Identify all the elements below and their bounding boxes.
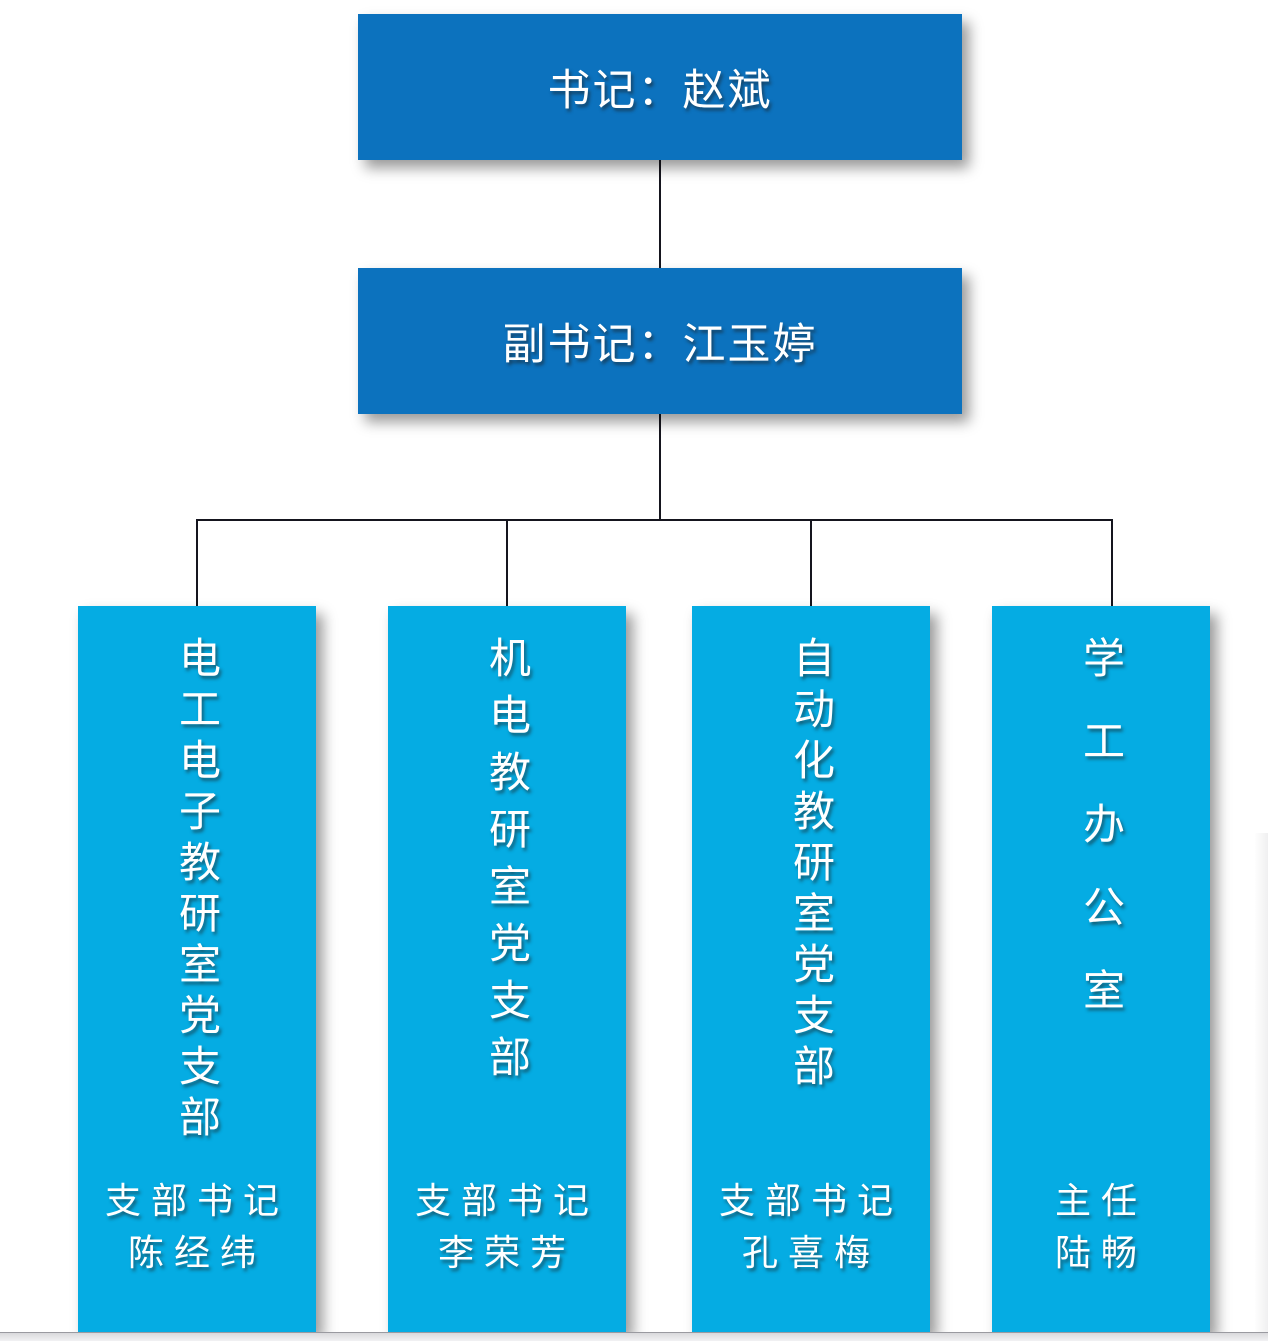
branch-title: 学工办公室 — [1077, 636, 1125, 1051]
branch-box-electrical-electronics: 电工电子教研室党支部 支部书记 陈经纬 — [78, 606, 316, 1332]
branch-leader-label: 支部书记 陈经纬 — [78, 1175, 316, 1279]
branch-box-student-affairs-office: 学工办公室 主任 陆畅 — [992, 606, 1210, 1332]
branch-leader-role: 主任 — [1054, 1180, 1147, 1221]
branch-title: 机电教研室党支部 — [483, 636, 531, 1092]
connector-drop-branch-1 — [506, 519, 508, 608]
connector-deputy-trunk — [659, 414, 661, 521]
page-bottom-edge — [0, 1332, 1268, 1341]
branch-leader-name: 李荣芳 — [437, 1232, 576, 1273]
branch-leader-label: 主任 陆畅 — [992, 1175, 1210, 1279]
branch-title: 自动化教研室党支部 — [787, 636, 835, 1095]
secretary-label: 书记：赵斌 — [547, 67, 773, 115]
page-right-edge-shadow — [1254, 833, 1268, 1333]
connector-drop-branch-3 — [1111, 519, 1113, 608]
branch-box-automation: 自动化教研室党支部 支部书记 孔喜梅 — [692, 606, 930, 1332]
deputy-secretary-label: 副书记：江玉婷 — [502, 321, 818, 369]
branch-leader-name: 孔喜梅 — [741, 1232, 880, 1273]
connector-horizontal-bar — [196, 519, 1113, 521]
secretary-box: 书记：赵斌 — [358, 14, 962, 160]
branch-leader-role: 支部书记 — [718, 1180, 903, 1221]
connector-root-to-deputy — [659, 160, 661, 268]
branch-leader-role: 支部书记 — [104, 1180, 289, 1221]
connector-drop-branch-2 — [810, 519, 812, 608]
branch-leader-label: 支部书记 孔喜梅 — [692, 1175, 930, 1279]
connector-drop-branch-0 — [196, 519, 198, 608]
branch-leader-role: 支部书记 — [414, 1180, 599, 1221]
deputy-secretary-box: 副书记：江玉婷 — [358, 268, 962, 414]
branch-leader-label: 支部书记 李荣芳 — [388, 1175, 626, 1279]
branch-leader-name: 陈经纬 — [127, 1232, 266, 1273]
branch-leader-name: 陆畅 — [1054, 1232, 1147, 1273]
branch-box-mechatronics: 机电教研室党支部 支部书记 李荣芳 — [388, 606, 626, 1332]
branch-title: 电工电子教研室党支部 — [173, 636, 221, 1146]
